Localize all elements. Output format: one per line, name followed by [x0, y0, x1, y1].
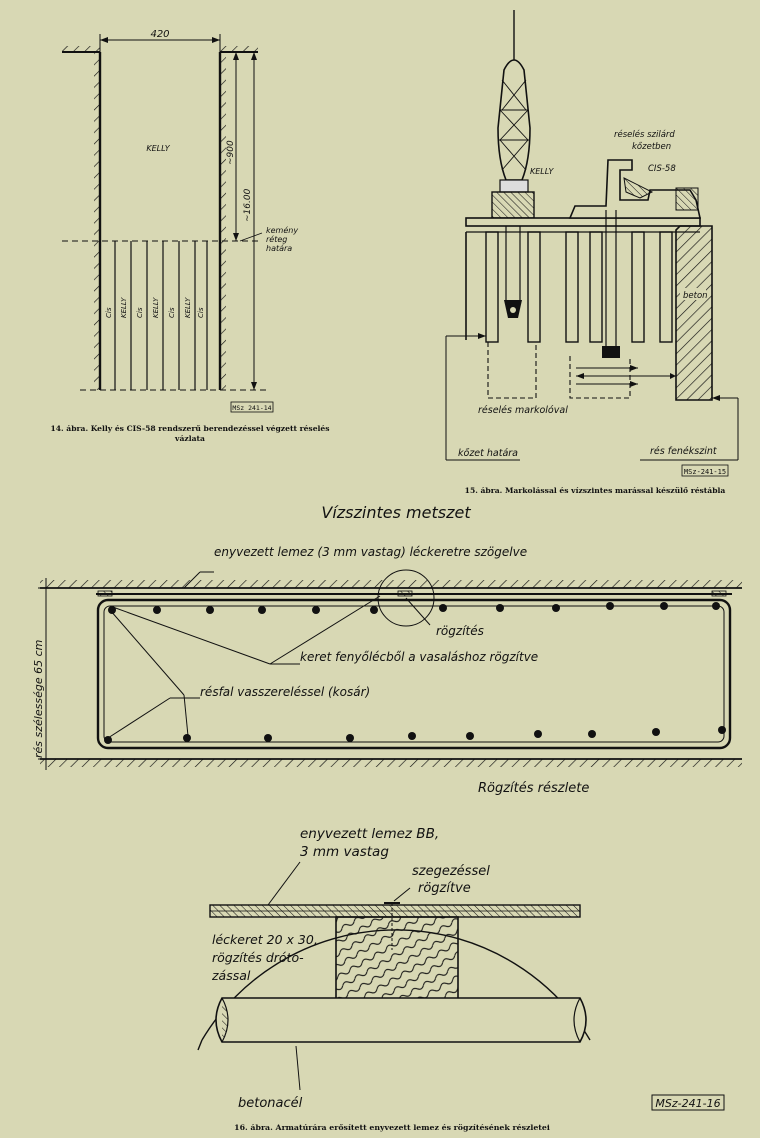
kelly-rig-label: KELLY — [530, 167, 554, 176]
fig15-stamp: MSz-241-15 — [684, 468, 726, 476]
strip-label: Cis — [168, 307, 176, 318]
detail-title: Rögzítés részlete — [478, 781, 589, 796]
glued-panel-label: enyvezett lemez (3 mm vastag) léckeretre… — [214, 545, 527, 559]
rock-boundary-label: kőzet határa — [458, 448, 518, 459]
bottom-level-label: rés fenékszint — [650, 446, 718, 457]
hard-layer-label: réteg — [266, 234, 287, 244]
fixing-label: rögzítés — [436, 624, 484, 638]
dimension-900: ~900 — [226, 140, 236, 165]
fig14-stamp: MSz 241-14 — [232, 404, 271, 412]
kelly-upper-label: KELLY — [146, 144, 170, 153]
slot-width-label: rés szélessége 65 cm — [32, 640, 45, 758]
hard-layer-label: kemény — [266, 225, 298, 235]
figure-16: Vízszintes metszet — [32, 503, 742, 1132]
batten-label: rögzítés dróto- — [212, 950, 304, 965]
fig14-caption: 14. ábra. Kelly és CIS-58 rendszerű bere… — [50, 424, 329, 433]
beton-label: beton — [683, 291, 708, 301]
rebar-label: betonacél — [238, 1096, 303, 1111]
rebars-top — [108, 602, 720, 614]
grab-label: réselés markolóval — [478, 405, 568, 416]
strip-label: Cis — [136, 307, 144, 318]
width-dimension: 420 — [150, 29, 169, 40]
batten-label: léckeret 20 x 30, — [212, 932, 318, 947]
cis-label: CIS-58 — [648, 164, 676, 174]
batten-label: zással — [211, 968, 251, 983]
figure-14: 420 KELLY Cis KELLY Cis KELLY Cis KELLY … — [50, 29, 329, 443]
rock-cutting-label: kőzetben — [632, 142, 671, 152]
section-title: Vízszintes metszet — [321, 503, 471, 522]
cage-label: résfal vasszereléssel (kosár) — [200, 685, 370, 699]
strip-label: Cis — [197, 307, 205, 318]
dimension-1600: ~16.00 — [243, 188, 253, 222]
strip-label: KELLY — [184, 297, 192, 318]
rock-cutting-label: réselés szilárd — [614, 129, 675, 140]
detail-panel-label: 3 mm vastag — [300, 844, 389, 860]
strip-label: Cis — [105, 307, 113, 318]
fig15-caption: 15. ábra. Markolással és vízszintes mará… — [465, 486, 726, 495]
figure-15: KELLY réselés szilárd kőzetben CIS-58 — [445, 10, 739, 495]
strip-label: KELLY — [120, 297, 128, 318]
frame-label: keret fenyőlécből a vasaláshoz rögzítve — [300, 650, 538, 664]
hard-layer-label: határa — [266, 244, 292, 253]
fig16-stamp: MSz-241-16 — [655, 1097, 720, 1110]
fig14-caption: vázlata — [174, 434, 205, 443]
detail-panel-label: enyvezett lemez BB, — [300, 826, 439, 842]
nail-label: szegezéssel — [412, 864, 490, 879]
nail-label: rögzítve — [418, 881, 471, 896]
strip-label: KELLY — [152, 297, 160, 318]
kelly-cis-strips — [114, 241, 208, 390]
rebars-bottom — [104, 726, 726, 744]
fig16-caption: 16. ábra. Armatúrára erősített enyvezett… — [234, 1123, 550, 1132]
